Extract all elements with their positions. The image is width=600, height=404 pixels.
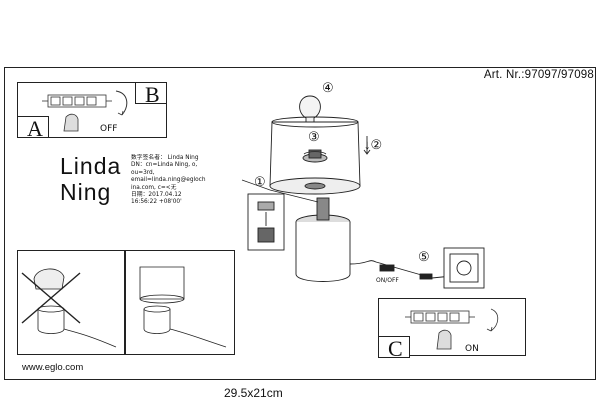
step-1-number: ① — [254, 174, 266, 189]
terminal-block-on-icon — [405, 308, 499, 350]
on-label: ON — [465, 344, 479, 354]
crossed-lamp-icon — [21, 268, 117, 348]
panel-a-letter: A — [27, 116, 43, 141]
on-off-cable-label: ON/OFF — [376, 277, 399, 284]
step-4-number: ④ — [322, 80, 334, 95]
step-3-number: ③ — [308, 129, 320, 144]
signature-details: 数字签名者： Linda Ning DN：cn=Linda Ning, o, o… — [131, 155, 206, 206]
panel-c-letter: C — [388, 336, 403, 361]
off-label: OFF — [100, 124, 118, 134]
panel-a-tab: A — [17, 116, 49, 141]
panel-b-tab: B — [135, 82, 167, 107]
article-number: Art. Nr.:97097/97098 — [483, 69, 594, 81]
step-2-number: ↓② — [364, 137, 383, 152]
panel-incorrect-use — [17, 250, 125, 355]
lamp-assembly-drawing — [241, 95, 485, 289]
website-url: www.eglo.com — [22, 362, 84, 373]
paper-dimensions: 29.5x21cm — [224, 386, 283, 400]
signature-name-line2: Ning — [60, 179, 112, 205]
instruction-sheet-frame — [4, 67, 596, 380]
panel-c-tab: C — [378, 336, 410, 361]
panel-correct-use — [125, 250, 235, 355]
lamp-with-shade-icon — [139, 266, 227, 348]
step-5-number: ⑤ — [418, 249, 430, 264]
signature-name-line1: Linda — [60, 153, 122, 179]
panel-b-letter: B — [145, 82, 160, 107]
terminal-block-icon — [42, 90, 128, 132]
